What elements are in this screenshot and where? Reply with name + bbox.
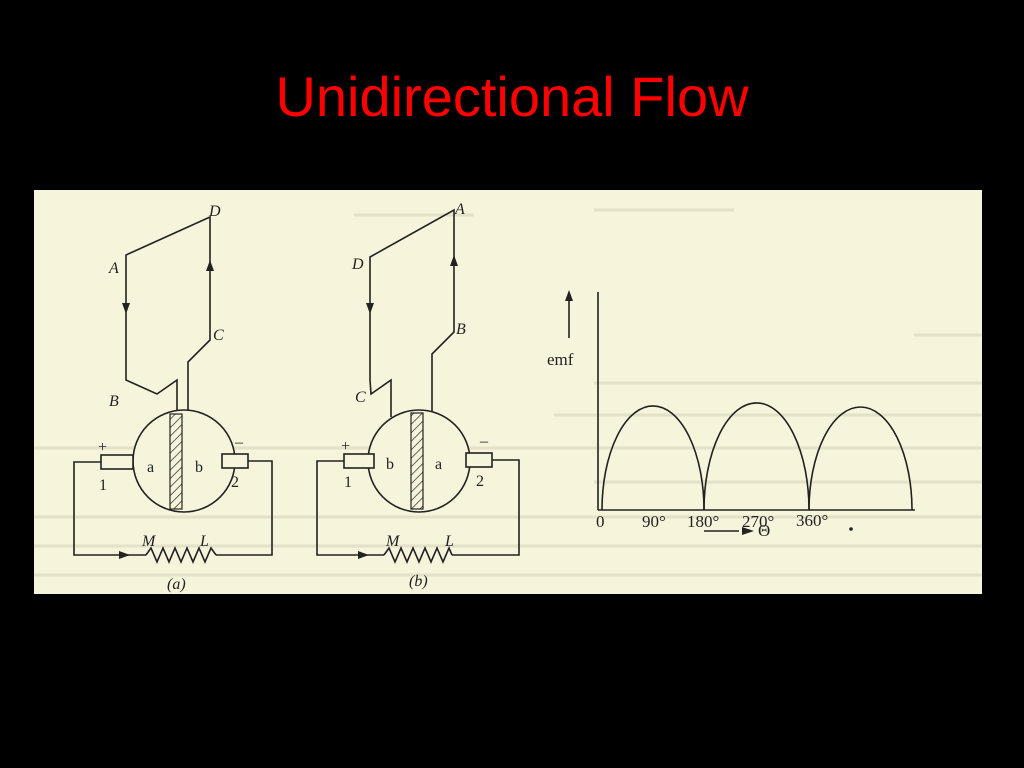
theta-arrow-head	[742, 527, 754, 535]
brush-1-a	[100, 454, 134, 470]
arrow-up-b	[450, 255, 458, 266]
polarity-minus-a: –	[234, 434, 244, 451]
wire-left-b	[316, 460, 384, 556]
stray-dot	[849, 527, 853, 531]
label-d-b: D	[351, 256, 364, 273]
polarity-plus-b: +	[341, 438, 350, 455]
wire-right-b	[452, 459, 520, 556]
emf-axis-label: emf	[547, 350, 574, 369]
diagram-b	[316, 208, 520, 565]
arrow-load-b	[358, 551, 369, 559]
wire-right-a	[216, 460, 273, 556]
coil-loop-a	[125, 215, 211, 418]
segment-right-a: b	[195, 459, 203, 476]
brush-2-a	[221, 453, 249, 469]
emf-arch-2	[703, 402, 810, 511]
slide-title: Unidirectional Flow	[275, 65, 749, 128]
commutator-figure: D A C B a b 1 2 + – M L (a) A D B C b a …	[34, 190, 982, 594]
load-m-a: M	[141, 533, 157, 550]
emf-arch-1	[601, 405, 705, 511]
insulator-a	[169, 413, 183, 510]
tick-label-270: 270°	[742, 512, 774, 531]
arrow-up-a	[206, 260, 214, 271]
paper-background	[34, 190, 982, 594]
emf-arrow-head	[565, 290, 573, 301]
resistor-a	[145, 545, 217, 565]
theta-axis-label: Θ	[758, 521, 770, 540]
segment-right-b: a	[435, 456, 442, 473]
label-a-a: A	[108, 260, 119, 277]
tick-label-180: 180°	[687, 512, 719, 531]
caption-a: (a)	[167, 576, 186, 593]
emf-graph	[565, 290, 915, 535]
emf-arch-3	[808, 406, 913, 511]
arrow-load-a	[119, 551, 130, 559]
polarity-plus-a: +	[98, 439, 107, 456]
tick-label-0: 0	[596, 512, 605, 531]
tick-label-90: 90°	[642, 512, 666, 531]
load-m-b: M	[385, 533, 401, 550]
load-l-a: L	[199, 533, 209, 550]
insulator-b	[410, 412, 424, 510]
brush-num-1-b: 1	[344, 474, 352, 491]
brush-2-b	[465, 452, 493, 468]
label-b-b: B	[456, 321, 466, 338]
load-l-b: L	[444, 533, 454, 550]
polarity-minus-b: –	[479, 433, 489, 450]
arrow-down-a	[122, 303, 130, 314]
label-a-b: A	[454, 201, 465, 218]
resistor-b	[383, 545, 453, 565]
segment-left-a: a	[147, 459, 154, 476]
label-c-a: C	[213, 327, 224, 344]
tick-label-360: 360°	[796, 511, 828, 530]
wire-left-a	[73, 461, 146, 556]
label-c-b: C	[355, 389, 366, 406]
label-b-a: B	[109, 393, 119, 410]
coil-loop-b	[369, 208, 455, 417]
brush-num-2-b: 2	[476, 473, 484, 490]
label-d-a: D	[208, 203, 221, 220]
diagram-a	[73, 215, 273, 565]
brush-1-b	[343, 453, 375, 469]
brush-num-1-a: 1	[99, 477, 107, 494]
brush-num-2-a: 2	[231, 474, 239, 491]
segment-left-b: b	[386, 456, 394, 473]
arrow-down-b	[366, 303, 374, 314]
figure-panel: D A C B a b 1 2 + – M L (a) A D B C b a …	[34, 190, 982, 594]
caption-b: (b)	[409, 573, 428, 590]
